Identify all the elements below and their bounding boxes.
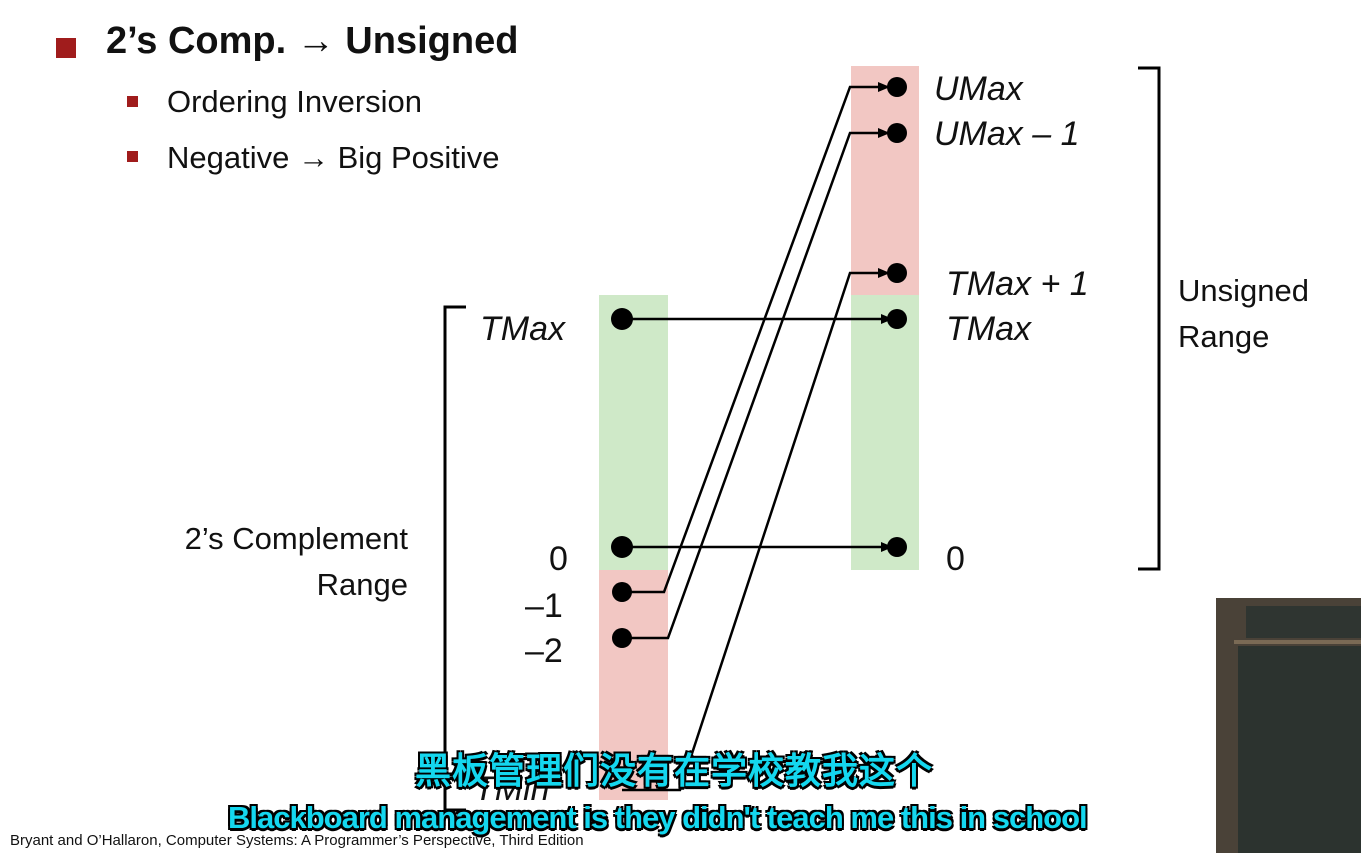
bullet-negative-big-positive: Negative → Big Positive	[167, 140, 500, 175]
arrow-minus1-to-umax	[622, 82, 890, 594]
left-negative-region	[599, 570, 668, 800]
blackboard-ledge	[1234, 640, 1361, 644]
range-label-line: Range	[316, 567, 408, 602]
blackboard-top	[1246, 606, 1361, 638]
dot-left-minus1	[612, 582, 632, 602]
label-left-minus1: –1	[525, 587, 563, 625]
subtitle-chinese: 黑板管理们没有在学校教我这个	[415, 750, 934, 791]
arrow-tmin-to-tmax-plus1	[622, 268, 890, 792]
right-upper-region	[851, 66, 919, 295]
left-positive-region	[599, 295, 668, 570]
right-range-bracket	[1138, 66, 1161, 571]
dot-left-zero	[611, 536, 633, 558]
label-left-minus2: –2	[525, 632, 563, 670]
sub-bullet-marker	[127, 151, 138, 162]
right-lower-region	[851, 295, 919, 570]
unsigned-range-label: Unsigned Range	[1178, 268, 1309, 360]
label-umax: UMax	[934, 70, 1023, 108]
dot-right-tmax-plus1	[887, 263, 907, 283]
dot-right-umax-minus1	[887, 123, 907, 143]
dot-right-umax	[887, 77, 907, 97]
range-label-line: Unsigned	[1178, 273, 1309, 308]
label-right-zero: 0	[946, 540, 965, 578]
range-label-line: 2’s Complement	[184, 521, 408, 556]
dot-right-zero	[887, 537, 907, 557]
blackboard-main	[1238, 646, 1361, 853]
label-left-tmin: TMin	[474, 770, 550, 808]
slide-title: 2’s Comp. → Unsigned	[106, 20, 519, 62]
subtitle-english: Blackboard management is they didn't tea…	[228, 800, 1088, 835]
label-right-tmax: TMax	[946, 310, 1031, 348]
citation-text: Bryant and O’Hallaron, Computer Systems:…	[10, 832, 584, 849]
range-label-line: Range	[1178, 319, 1270, 354]
left-range-bracket	[443, 305, 466, 812]
dot-left-minus2	[612, 628, 632, 648]
label-tmax-plus-1: TMax + 1	[946, 265, 1089, 303]
lecture-video-inset	[1216, 598, 1361, 853]
dot-right-tmax	[887, 309, 907, 329]
arrow-minus2-to-umax-minus1	[622, 128, 890, 640]
label-left-tmax: TMax	[480, 310, 565, 348]
title-bullet	[56, 38, 76, 58]
label-umax-minus-1: UMax – 1	[934, 115, 1080, 153]
label-left-zero: 0	[549, 540, 568, 578]
sub-bullet-marker	[127, 96, 138, 107]
bullet-ordering-inversion: Ordering Inversion	[167, 84, 423, 119]
dot-left-tmax	[611, 308, 633, 330]
twos-complement-range-label: 2’s Complement Range	[140, 516, 408, 608]
